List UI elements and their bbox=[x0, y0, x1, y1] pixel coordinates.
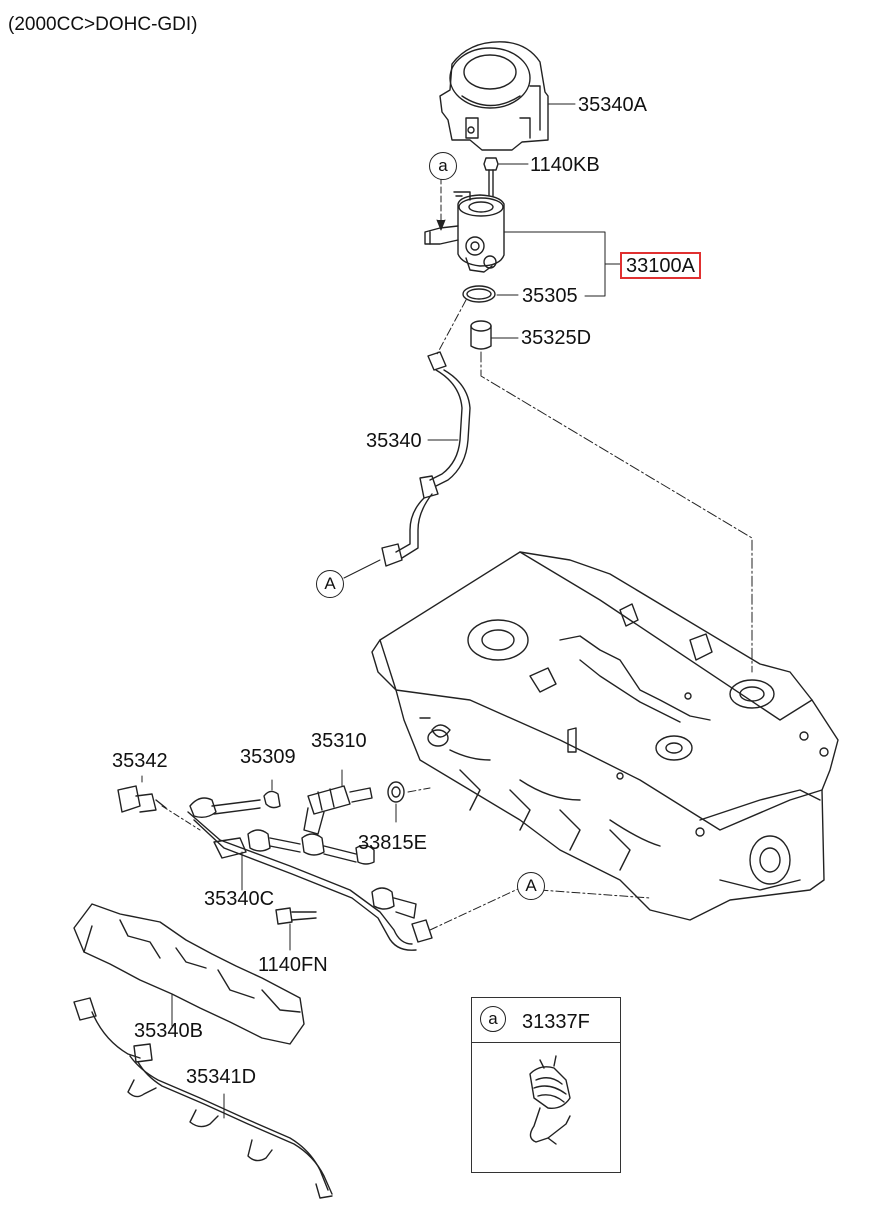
part-label-35310[interactable]: 35310 bbox=[311, 730, 367, 752]
clip-drawing bbox=[263, 779, 281, 809]
part-label-35340[interactable]: 35340 bbox=[366, 430, 422, 452]
callout-A-circle-pipe[interactable]: A bbox=[316, 570, 344, 598]
high-pressure-pump-drawing bbox=[424, 191, 621, 297]
detail-inset-box: a 31337F bbox=[471, 997, 621, 1173]
fuel-rail-drawing bbox=[187, 797, 433, 951]
part-label-33100A-highlighted[interactable]: 33100A bbox=[620, 252, 701, 279]
engine-spec-header: (2000CC>DOHC-GDI) bbox=[8, 14, 198, 35]
inset-callout-a: a bbox=[480, 1006, 506, 1032]
wiring-harness-drawing bbox=[73, 997, 333, 1199]
pressure-sensor-drawing bbox=[117, 775, 201, 831]
part-label-35342[interactable]: 35342 bbox=[112, 750, 168, 772]
pump-cover-drawing bbox=[439, 41, 576, 151]
cylinder-head-drawing bbox=[371, 551, 839, 921]
injector-drawing bbox=[303, 769, 373, 835]
part-label-1140KB[interactable]: 1140KB bbox=[530, 154, 600, 176]
part-label-1140FN[interactable]: 1140FN bbox=[258, 954, 328, 976]
part-label-35309[interactable]: 35309 bbox=[240, 746, 296, 768]
part-label-33815E[interactable]: 33815E bbox=[358, 832, 427, 854]
o-ring-drawing bbox=[462, 285, 496, 303]
fuel-pipe-drawing bbox=[343, 351, 471, 579]
callout-A-circle-rail[interactable]: A bbox=[517, 872, 545, 900]
clip-31337F-drawing bbox=[529, 1055, 571, 1145]
bolt-1140FN-drawing bbox=[275, 907, 317, 951]
part-label-35341D[interactable]: 35341D bbox=[186, 1066, 257, 1088]
part-label-35340B[interactable]: 35340B bbox=[134, 1020, 203, 1042]
part-label-35305[interactable]: 35305 bbox=[522, 285, 578, 307]
part-label-31337F[interactable]: 31337F bbox=[522, 1011, 590, 1033]
bolt-1140KB-drawing bbox=[483, 157, 529, 197]
tappet-drawing bbox=[470, 320, 519, 350]
part-label-35340C[interactable]: 35340C bbox=[204, 888, 275, 910]
part-label-35340A[interactable]: 35340A bbox=[578, 94, 647, 116]
injector-seal-drawing bbox=[387, 781, 405, 803]
part-label-35325D[interactable]: 35325D bbox=[521, 327, 592, 349]
inset-header: a 31337F bbox=[472, 998, 620, 1043]
rail-cover-drawing bbox=[73, 903, 305, 1045]
callout-a-circle[interactable]: a bbox=[429, 152, 457, 180]
